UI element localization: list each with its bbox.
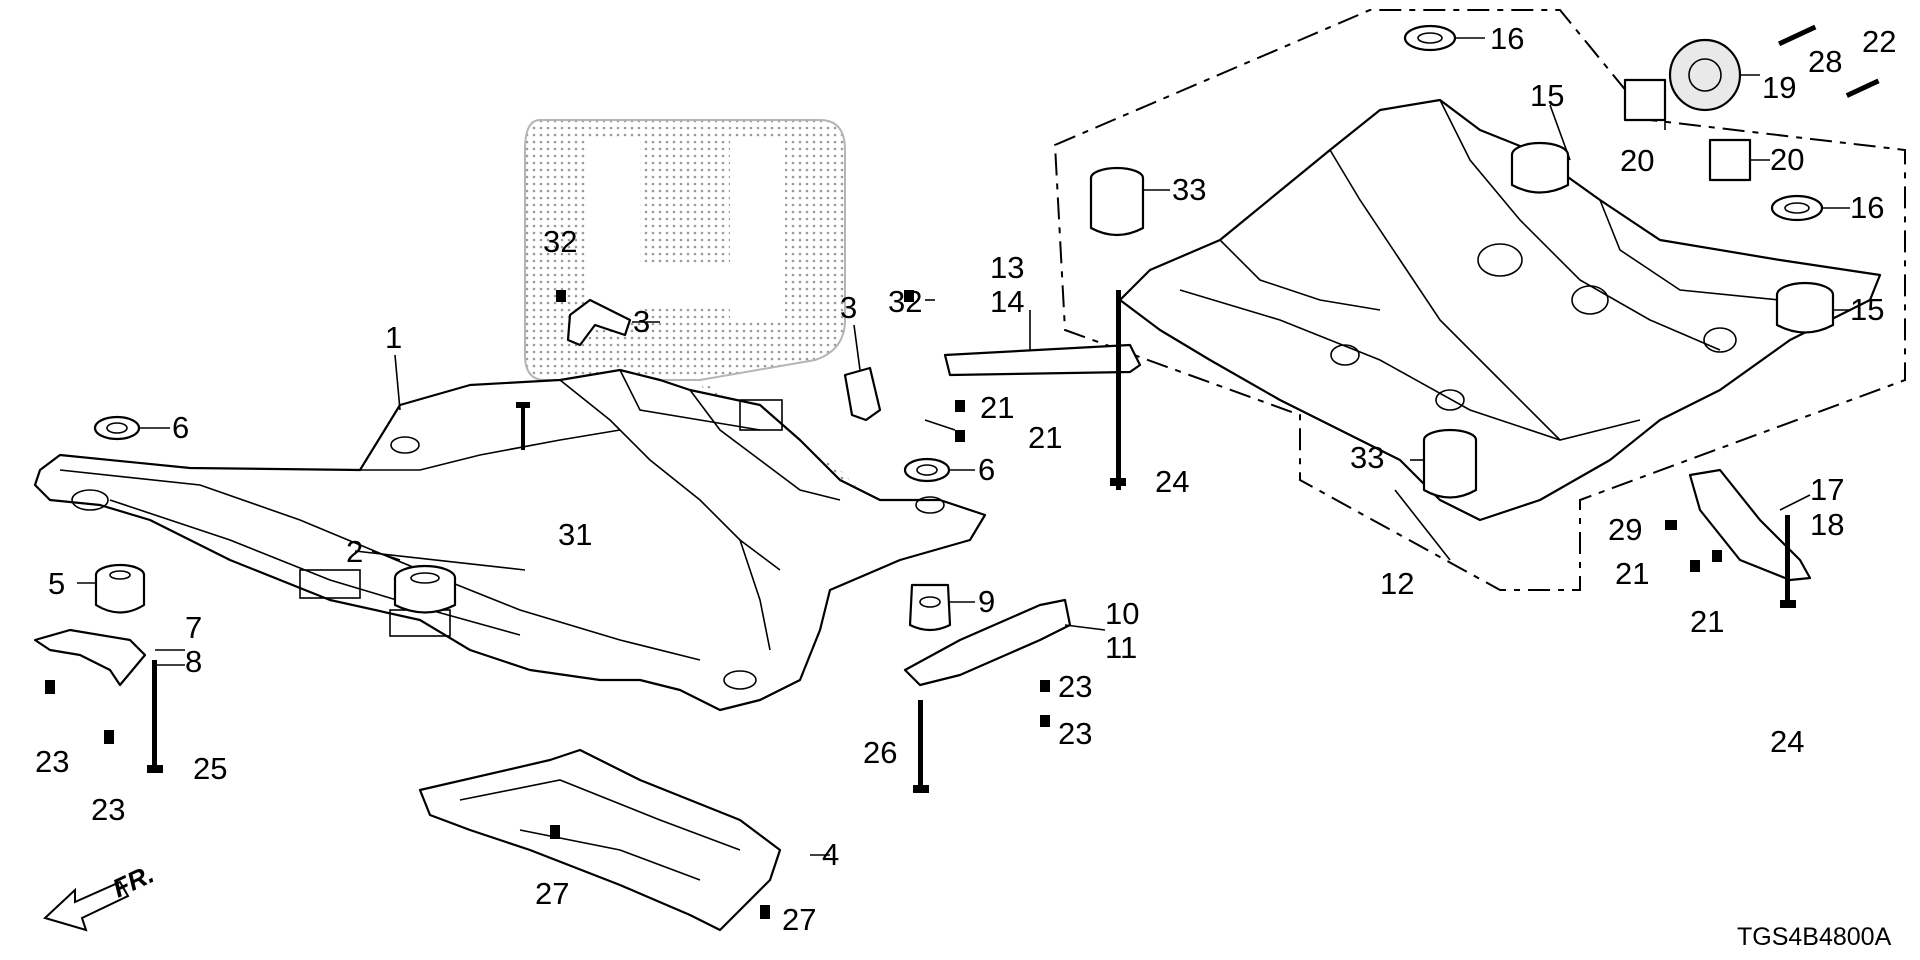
callout-23: 23 [91,792,125,827]
front-direction-arrow-icon [43,880,130,932]
callout-31: 31 [558,517,592,552]
callout-2: 2 [346,534,363,569]
callout-19: 19 [1762,70,1796,105]
callout-22: 22 [1862,24,1896,59]
callout-11: 11 [1105,630,1137,665]
callout-3: 3 [840,290,857,325]
bushing-part-9 [908,583,952,632]
diagram-code: TGS4B4800A [1737,923,1892,951]
callout-33: 33 [1172,172,1206,207]
bracket-part-3-left [566,298,632,347]
bushing-part-20-right [1708,138,1752,182]
brace-part-13-14 [943,343,1142,377]
callout-15: 15 [1530,78,1564,113]
bolts [45,24,1880,919]
bushing-part-15-top [1510,141,1570,194]
bushing-part-2 [393,564,457,614]
callout-20: 20 [1770,142,1804,177]
front-subframe-part-1 [33,368,987,712]
callout-23: 23 [1058,669,1092,704]
bushing-part-5 [94,563,146,614]
callout-28: 28 [1808,44,1842,79]
rear-subframe-part-12 [1118,98,1882,522]
mount-part-16-right [1770,194,1824,222]
callout-21: 21 [1690,604,1724,639]
bushing-part-15-right [1775,281,1835,334]
callout-33: 33 [1350,440,1384,475]
callout-29: 29 [1608,512,1642,547]
callout-10: 10 [1105,596,1139,631]
callout-8: 8 [185,644,202,679]
mount-part-6-left [93,415,141,441]
callout-5: 5 [48,566,65,601]
callout-27: 27 [535,876,569,911]
callout-26: 26 [863,735,897,770]
callout-25: 25 [193,751,227,786]
callout-23: 23 [1058,716,1092,751]
callout-17: 17 [1810,472,1844,507]
callout-13: 13 [990,250,1024,285]
callout-1: 1 [385,320,402,355]
callout-32: 32 [888,284,922,319]
callout-7: 7 [185,610,202,645]
bracket-part-3-right [843,366,882,422]
mount-part-6-right [903,457,951,483]
callout-4: 4 [822,837,839,872]
callout-24: 24 [1155,464,1189,499]
leader-lines [77,37,1850,856]
mount-part-16-top [1403,24,1457,52]
callout-18: 18 [1810,507,1844,542]
callout-14: 14 [990,284,1024,319]
bracket-part-7-8 [33,628,147,687]
callout-21: 21 [980,390,1014,425]
callout-15: 15 [1850,292,1884,327]
callout-32: 32 [543,224,577,259]
callout-21: 21 [1028,420,1062,455]
callout-27: 27 [782,902,816,937]
callout-9: 9 [978,584,995,619]
callout-12: 12 [1380,566,1414,601]
callout-3: 3 [633,304,650,339]
callout-21: 21 [1615,556,1649,591]
callout-labels: 1 2 3 3 4 5 6 6 7 8 9 10 11 12 13 14 15 … [35,21,1896,937]
bushing-part-19 [1668,38,1742,112]
crossmember-part-4 [418,748,782,932]
callout-23: 23 [35,744,69,779]
bushing-part-33-bottom [1422,428,1478,499]
callout-6: 6 [172,410,189,445]
callout-16: 16 [1490,21,1524,56]
rear-group-outline [1053,9,1906,591]
callout-6: 6 [978,452,995,487]
callout-20: 20 [1620,143,1654,178]
arm-part-17-18 [1688,468,1812,582]
callout-16: 16 [1850,190,1884,225]
callout-24: 24 [1770,724,1804,759]
bushing-part-33-top [1089,166,1145,237]
bushing-part-20-top [1623,78,1667,122]
